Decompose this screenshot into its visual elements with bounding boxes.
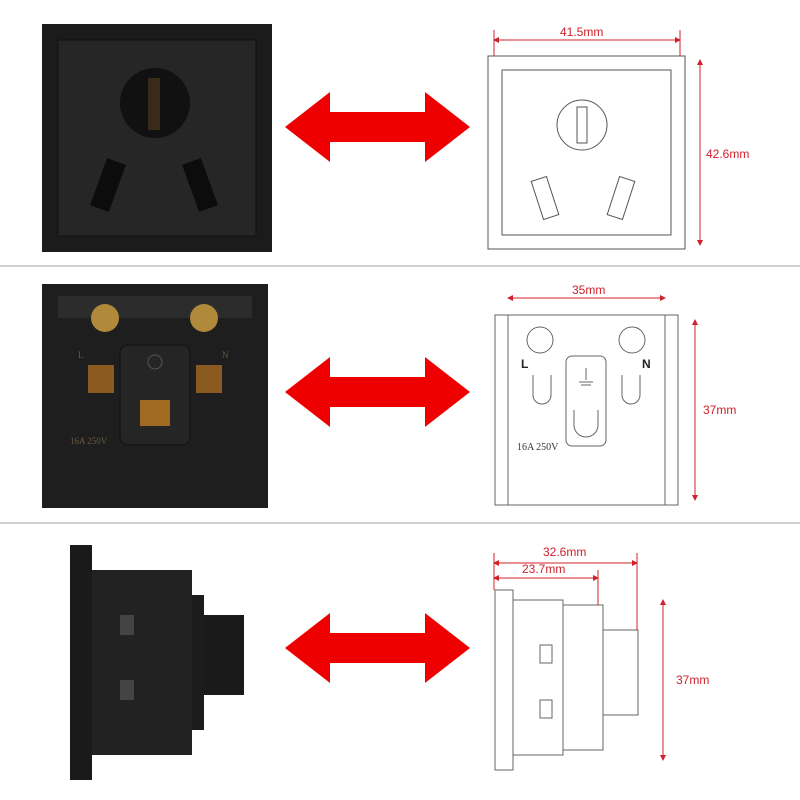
back-width-label: 35mm [572,283,605,297]
live-label: L [521,357,528,371]
double-arrow [285,613,470,683]
side-body-depth-label: 23.7mm [522,562,565,576]
double-arrow [285,357,470,427]
front-height-label: 42.6mm [706,147,749,161]
photo-live-label: L [78,350,84,360]
side-drawing [494,589,639,771]
front-width-label: 41.5mm [560,25,603,39]
side-total-depth-label: 32.6mm [543,545,586,559]
back-drawing [494,314,679,506]
back-height-label: 37mm [703,403,736,417]
photo-rating-label: 16A 250V [70,436,108,446]
double-arrow [285,92,470,162]
side-photo [70,545,244,780]
rating-label: 16A 250V [517,442,559,453]
side-height-label: 37mm [676,673,709,687]
front-photo [42,24,272,252]
photo-neutral-label: N [222,350,229,360]
back-photo: L N 16A 250V [42,284,268,508]
neutral-label: N [642,357,651,371]
front-drawing [487,55,686,250]
